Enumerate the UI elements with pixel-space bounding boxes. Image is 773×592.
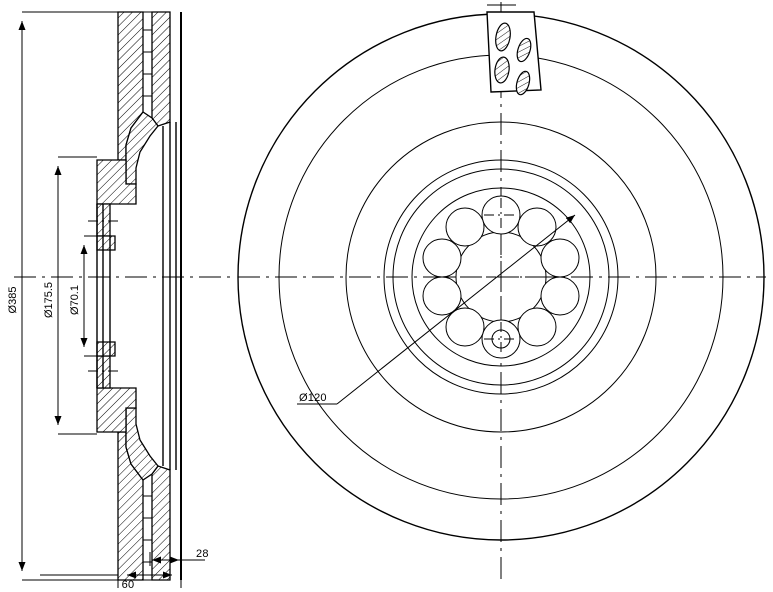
bolt-hole	[481, 195, 521, 235]
cooling-vane	[495, 22, 511, 52]
bolt-hole	[517, 207, 557, 247]
friction-ring-lower-outer-section	[151, 465, 171, 581]
cooling-vane	[516, 37, 532, 63]
rim-projection-edges	[162, 122, 177, 470]
dimension-label-bolt-circle: Ø120	[299, 392, 327, 404]
circle-hat-step	[392, 168, 610, 386]
dimension-outer-diameter: Ø385	[7, 11, 118, 581]
bolt-hole	[445, 207, 485, 247]
bore-step-lower	[96, 341, 116, 357]
cooling-vane	[515, 70, 531, 96]
bolt-hole	[540, 276, 580, 316]
dimension-label-ring-thickness: 28	[196, 548, 209, 560]
front-face-view: Ø120	[237, 2, 766, 582]
side-elevation-view: Ø385 Ø175.5 Ø70.1 60	[7, 11, 230, 591]
dimension-bolt-circle: Ø120	[297, 214, 576, 405]
hub-center-cross	[446, 222, 556, 332]
bolt-hole	[422, 238, 462, 278]
vent-cutaway-detail-window	[486, 4, 542, 96]
circle-mounting-face	[411, 187, 591, 367]
bolt-hole-crosshair	[484, 322, 518, 356]
bolt-hole	[481, 319, 521, 359]
dimension-label-hat-diameter: Ø175.5	[43, 282, 55, 318]
cooling-vane	[494, 56, 510, 84]
dimension-overall-width: 60	[40, 571, 182, 591]
dimension-label-centre-bore: Ø70.1	[69, 285, 81, 315]
dimension-label-overall-width: 60	[122, 579, 135, 591]
bolt-hole	[445, 307, 485, 347]
bolt-hole	[540, 238, 580, 278]
friction-ring-upper-outer-section	[151, 11, 171, 127]
bolt-hole-group	[422, 195, 580, 359]
bolt-hole	[422, 276, 462, 316]
dimension-hat-diameter: Ø175.5	[43, 156, 97, 435]
bolt-hole	[517, 307, 557, 347]
bolt-hole-crosshair	[484, 198, 518, 232]
circle-hat-outer	[383, 159, 619, 395]
dimension-ring-thickness: 28	[149, 548, 209, 566]
dimension-centre-bore: Ø70.1	[69, 235, 110, 357]
hat-wall-center-ticks	[88, 220, 122, 372]
bore-outline	[96, 204, 111, 388]
dimension-label-outer-diameter: Ø385	[7, 287, 19, 314]
circle-friction-inner	[345, 121, 657, 433]
bore-step-upper	[96, 235, 116, 251]
detail-window-outline	[486, 11, 542, 93]
